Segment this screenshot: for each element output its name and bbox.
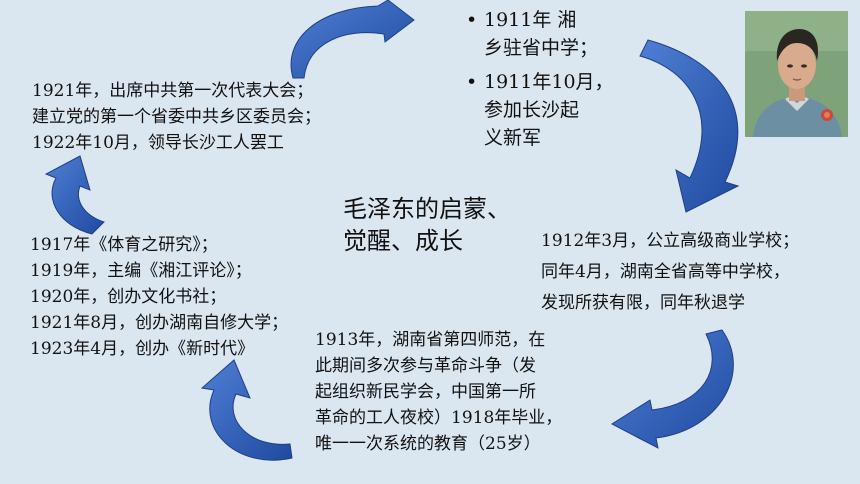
text-line: 1920年，创办文化书社；: [30, 287, 227, 307]
bullet-item: • 1911年 湘 乡驻省中学；: [462, 6, 614, 62]
bullet-line: 1911年 湘: [484, 9, 577, 31]
arrow-top: [290, 0, 415, 79]
arrow-bottom-left: [200, 359, 293, 461]
portrait-photo: [745, 11, 848, 137]
text-line: 发现所获有限，同年秋退学: [541, 293, 745, 313]
text-line: 同年4月，湖南全省高等中学校，: [541, 262, 790, 282]
text-line: 1913年，湖南省第四师范，在: [315, 330, 546, 350]
text-line: 1917年《体育之研究》；: [30, 235, 218, 255]
bullet-line: 乡驻省中学；: [484, 37, 599, 59]
bullet-dot: •: [466, 9, 478, 31]
bullet-list-1911: • 1911年 湘 乡驻省中学； • 1911年10月， 参加长沙起 义新军: [462, 6, 614, 158]
text-line: 起组织新民学会，中国第一所: [315, 382, 536, 402]
bullet-line: 1911年10月，: [484, 71, 614, 93]
text-block-1912: 1912年3月，公立高级商业学校； 同年4月，湖南全省高等中学校， 发现所获有限…: [541, 226, 799, 319]
bullet-item: • 1911年10月， 参加长沙起 义新军: [462, 68, 614, 152]
text-block-1913: 1913年，湖南省第四师范，在 此期间多次参与革命斗争（发 起组织新民学会，中国…: [315, 327, 562, 457]
text-line: 革命的工人夜校）1918年毕业，: [315, 408, 563, 428]
bullet-line: 义新军: [484, 127, 542, 149]
text-line: 1923年4月，创办《新时代》: [30, 339, 255, 359]
text-line: 1921年，出席中共第一次代表大会；: [32, 81, 314, 101]
text-line: 此期间多次参与革命斗争（发: [315, 356, 536, 376]
title-line: 毛泽东的启蒙、: [343, 195, 511, 223]
text-line: 1912年3月，公立高级商业学校；: [541, 231, 800, 251]
text-line: 1922年10月，领导长沙工人罢工: [32, 133, 284, 153]
text-line: 1921年8月，创办湖南自修大学；: [30, 313, 289, 333]
bullet-line: 参加长沙起: [484, 99, 580, 121]
text-line: 唯一一次系统的教育（25岁）: [315, 434, 541, 454]
arrow-bottom-right: [610, 329, 734, 449]
portrait-illustration: [745, 11, 848, 137]
text-line: 建立党的第一个省委中共乡区委员会；: [32, 107, 321, 127]
bullet-dot: •: [466, 71, 478, 93]
arrow-right: [639, 39, 740, 213]
arrow-left: [44, 155, 105, 235]
slide-title: 毛泽东的启蒙、 觉醒、成长: [343, 193, 511, 257]
text-block-1917: 1917年《体育之研究》； 1919年，主编《湘江评论》； 1920年，创办文化…: [30, 232, 288, 362]
title-line: 觉醒、成长: [343, 227, 463, 255]
text-block-1921: 1921年，出席中共第一次代表大会； 建立党的第一个省委中共乡区委员会； 192…: [32, 78, 321, 156]
text-line: 1919年，主编《湘江评论》；: [30, 261, 252, 281]
